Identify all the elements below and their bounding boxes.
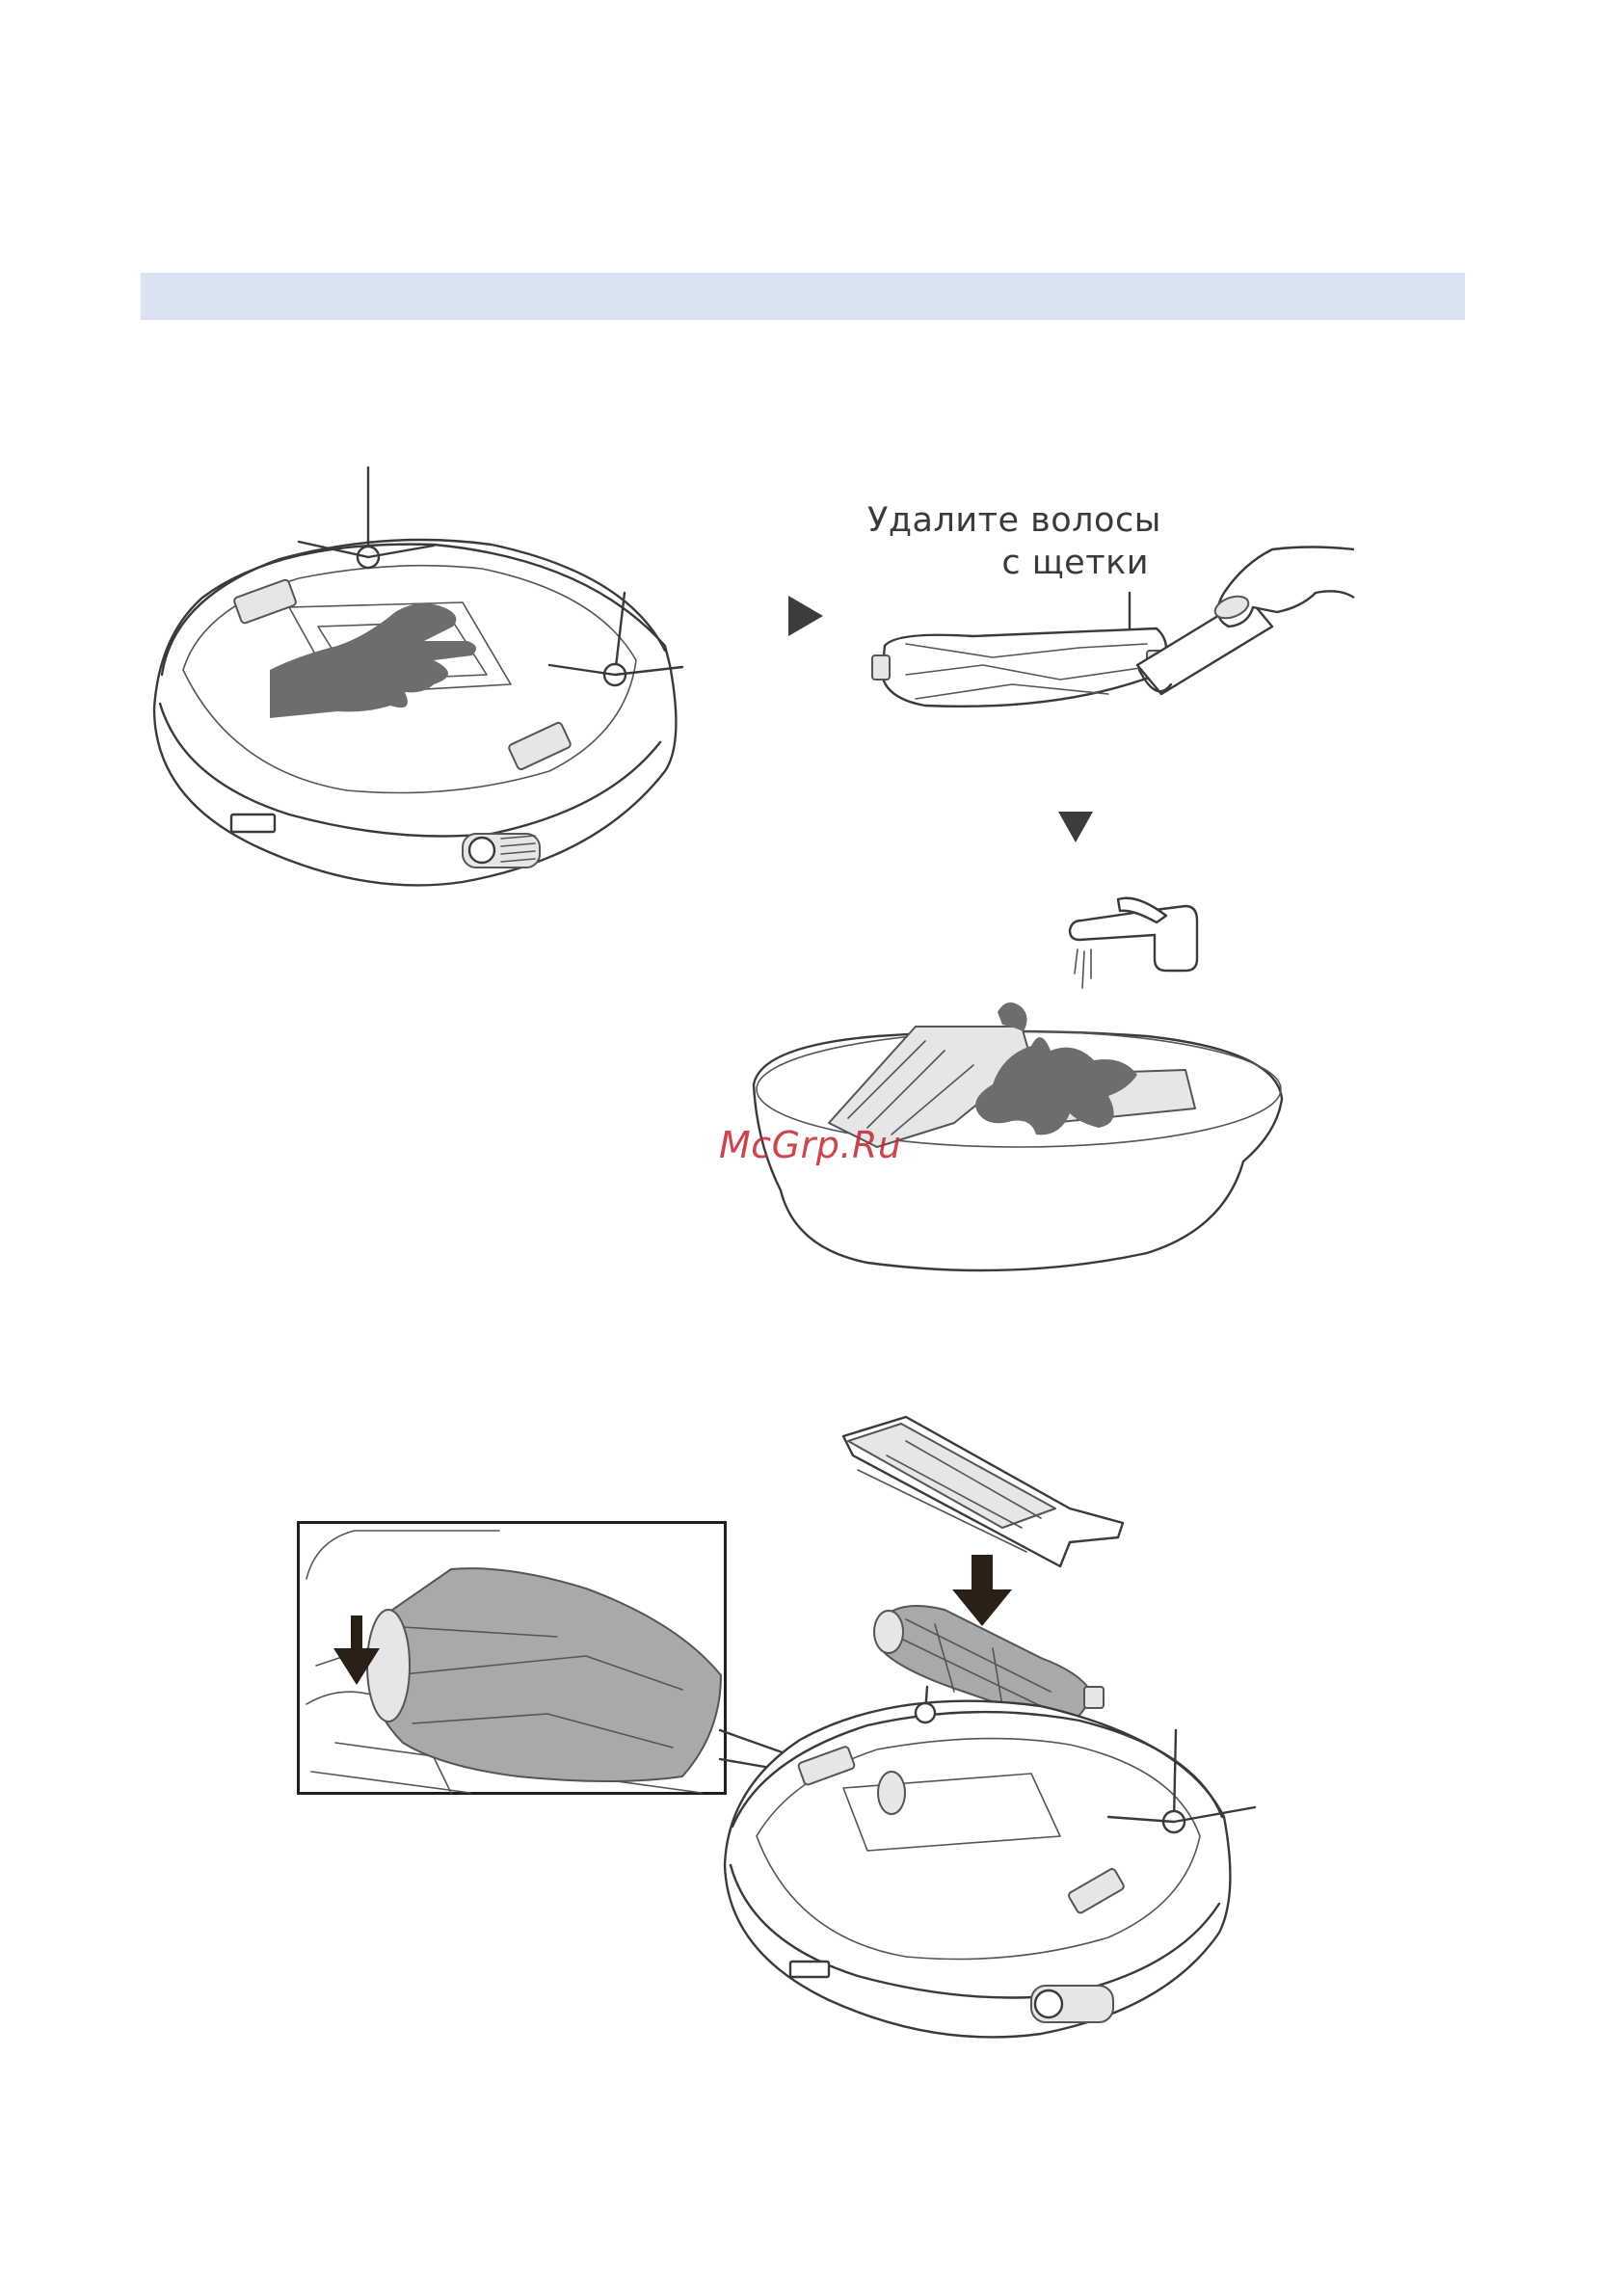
section-header-band [141, 273, 1465, 320]
robot-reassembly-illustration [713, 1412, 1263, 2068]
robot-underside-illustration [145, 453, 694, 916]
triangle-down-icon [1058, 812, 1093, 842]
triangle-right-icon [788, 596, 823, 636]
washing-basin-illustration [742, 882, 1291, 1287]
watermark: McGrp.Ru [719, 1124, 901, 1166]
callout-line-1: Удалите волосы [867, 499, 1149, 542]
brush-cleaning-illustration [867, 540, 1369, 733]
brush-insert-detail-illustration [297, 1521, 727, 1795]
